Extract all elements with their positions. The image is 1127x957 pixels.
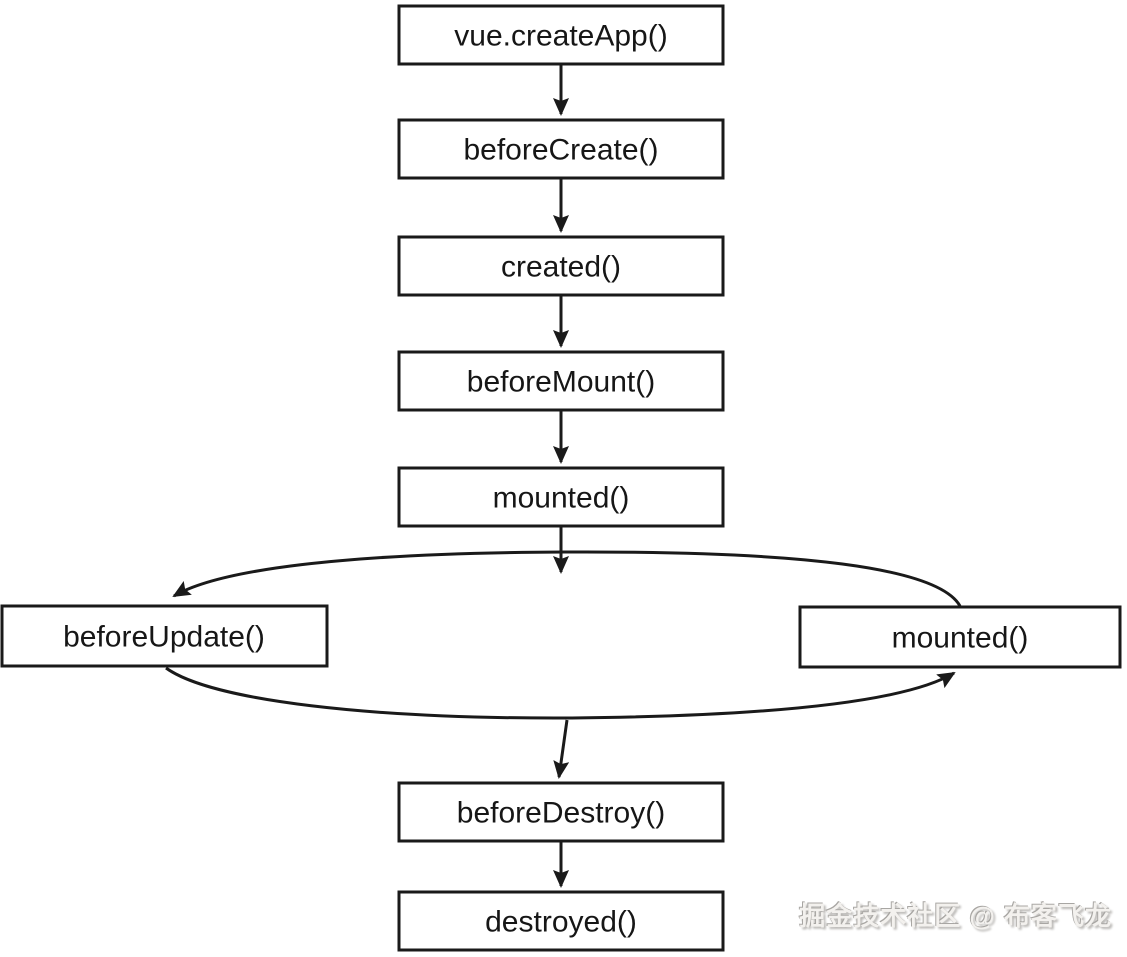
node-destroyed-box: [397, 890, 725, 952]
node-before-create-box: [397, 118, 725, 180]
node-before-update-box: [0, 604, 329, 668]
node-before-update: beforeUpdate(): [0, 604, 329, 668]
node-created-box: [397, 235, 725, 297]
watermark: 掘金技术社区 @ 布客飞龙: [799, 901, 1112, 931]
node-mounted: mounted(): [397, 466, 725, 528]
node-before-mount-box: [397, 350, 725, 412]
edge-update-cycle-to-beforedestroy: [553, 719, 570, 779]
node-mounted-label: mounted(): [493, 482, 630, 515]
node-before-destroy-box: [397, 781, 725, 843]
node-mounted-cycle-box: [798, 605, 1122, 669]
node-before-update-label: beforeUpdate(): [63, 621, 265, 654]
node-mounted-box: [397, 466, 725, 528]
node-before-create: beforeCreate(): [397, 118, 725, 180]
node-created: created(): [397, 235, 725, 297]
node-before-mount: beforeMount(): [397, 350, 725, 412]
node-created-label: created(): [501, 251, 621, 284]
node-destroyed-label: destroyed(): [485, 906, 637, 939]
node-create-app-label: vue.createApp(): [454, 20, 667, 53]
node-mounted-cycle-label: mounted(): [892, 622, 1029, 655]
node-destroyed: destroyed(): [397, 890, 725, 952]
node-mounted-cycle: mounted(): [798, 605, 1122, 669]
edge-arc-mountedcycle-to-beforeupdate: [172, 550, 962, 607]
node-before-destroy: beforeDestroy(): [397, 781, 725, 843]
node-before-mount-label: beforeMount(): [467, 366, 655, 399]
node-create-app: vue.createApp(): [397, 4, 725, 66]
node-before-destroy-label: beforeDestroy(): [457, 797, 665, 830]
node-before-create-label: beforeCreate(): [463, 134, 658, 167]
edge-arc-beforeupdate-to-mountedcycle: [165, 666, 956, 720]
node-create-app-box: [397, 4, 725, 66]
